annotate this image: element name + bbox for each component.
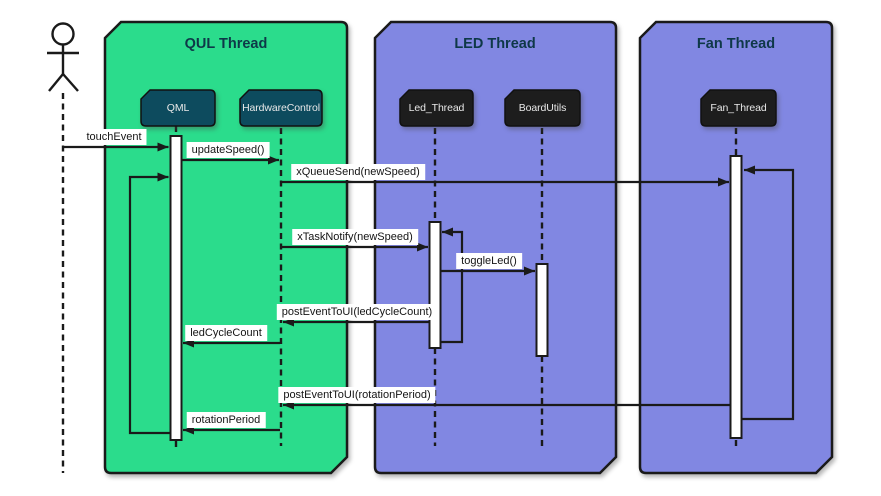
participant-boxes <box>140 89 777 127</box>
activation-qml <box>169 135 183 441</box>
actor-leg-right <box>62 73 79 92</box>
participant-box-fan-thread <box>700 89 777 127</box>
actor-leg-left <box>48 73 64 92</box>
activation-boardutils <box>535 263 549 357</box>
participant-box-led-thread <box>399 89 474 127</box>
qul-thread-container <box>103 20 349 475</box>
loop-arrow-qml <box>128 172 171 435</box>
activation-bars <box>169 135 743 441</box>
activation-led-thread <box>428 221 442 349</box>
actor-icon <box>47 22 79 92</box>
loop-arrow-led-thread <box>440 227 464 344</box>
participant-box-hardwarecontrol <box>239 89 323 127</box>
message-arrows <box>63 142 795 435</box>
participant-box-qml <box>140 89 216 127</box>
participant-box-boardutils <box>504 89 581 127</box>
actor-head <box>51 22 75 46</box>
loop-arrow-fan-thread <box>741 165 795 421</box>
activation-fan-thread <box>729 155 743 439</box>
